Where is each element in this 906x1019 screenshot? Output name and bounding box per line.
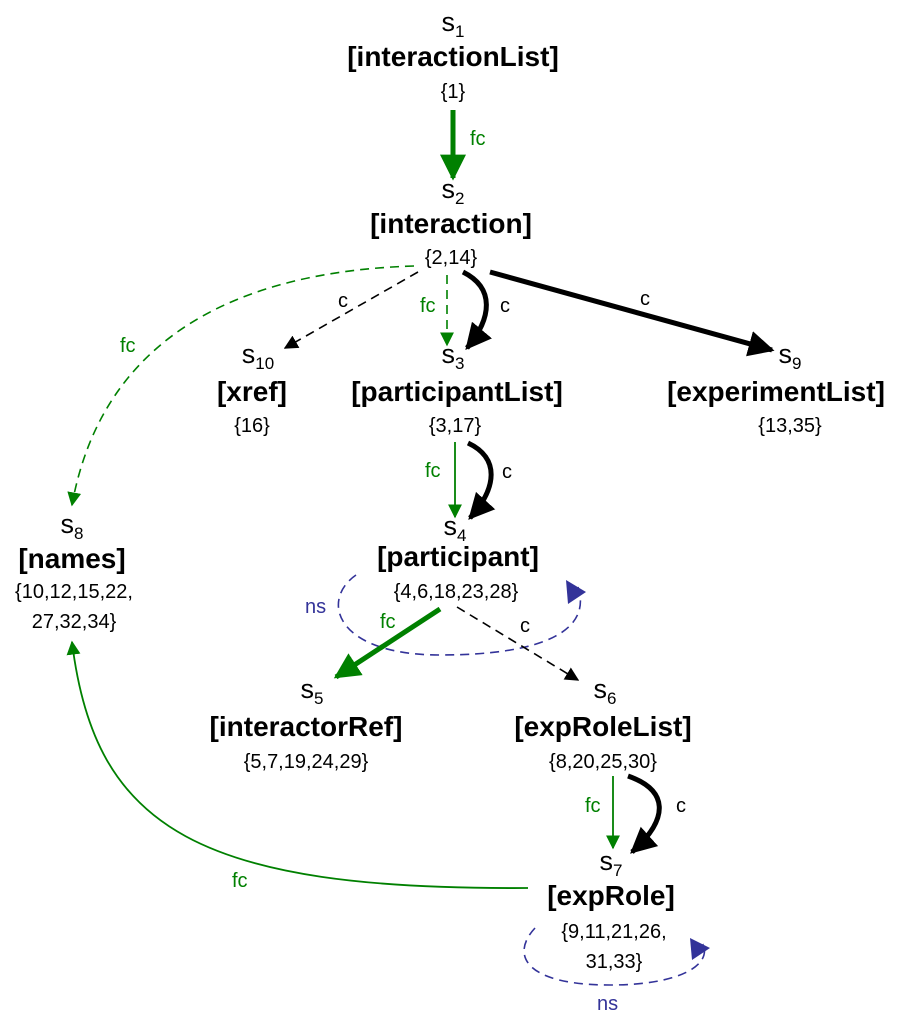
edge-label-s7-s8-fc: fc xyxy=(232,870,248,892)
state-name: s10 xyxy=(242,339,274,373)
state-name: s4 xyxy=(444,511,467,545)
node-set: {5,7,19,24,29} xyxy=(244,751,369,773)
edge-label-s6-s7-fc: fc xyxy=(585,795,601,817)
edge-label-s4-s5-fc: fc xyxy=(380,611,396,633)
node-set-line-2: 27,32,34} xyxy=(32,611,117,633)
state-name: s9 xyxy=(779,339,802,373)
node-s4: s4 [participant] {4,6,18,23,28} xyxy=(377,511,539,603)
node-label: [interaction] xyxy=(370,208,532,239)
state-name: s1 xyxy=(442,7,465,41)
edge-label-s6-s7-c: c xyxy=(676,795,686,817)
state-name: s7 xyxy=(600,846,623,880)
edge-s7-s8-fc xyxy=(66,640,529,889)
state-name: s5 xyxy=(301,674,324,708)
node-s9: s9 [experimentList] {13,35} xyxy=(667,339,885,437)
node-s8: s8 [names] {10,12,15,22, 27,32,34} xyxy=(15,509,133,633)
edge-label-s2-s10-c: c xyxy=(338,290,348,312)
node-s2: s2 [interaction] {2,14} xyxy=(370,174,532,269)
node-set-line-2: 31,33} xyxy=(586,951,643,973)
ns-arrowhead-s4 xyxy=(566,580,586,604)
node-label: [interactorRef] xyxy=(210,711,403,742)
node-label: [expRoleList] xyxy=(514,711,691,742)
state-name: s6 xyxy=(594,674,617,708)
edge-s3-s4-c xyxy=(466,440,496,520)
edge-s4-s5-fc xyxy=(333,606,442,680)
node-s5: s5 [interactorRef] {5,7,19,24,29} xyxy=(210,674,403,773)
edge-s7-s7-ns xyxy=(523,927,706,986)
edge-label-s2-s8-fc: fc xyxy=(120,335,136,357)
state-name: s2 xyxy=(442,174,465,208)
node-s1: s1 [interactionList] {1} xyxy=(347,7,559,103)
edge-s2-s9-c xyxy=(489,269,775,357)
node-s6: s6 [expRoleList] {8,20,25,30} xyxy=(514,674,691,773)
node-set-line-1: {10,12,15,22, xyxy=(15,581,133,603)
node-s10: s10 [xref] {16} xyxy=(217,339,287,437)
node-set: {16} xyxy=(234,415,270,437)
state-name: s3 xyxy=(442,339,465,373)
node-label: [names] xyxy=(18,543,125,574)
edge-label-s3-s4-c: c xyxy=(502,461,512,483)
edge-label-s2-s9-c: c xyxy=(640,288,650,310)
edge-label-s2-s3-c: c xyxy=(500,295,510,317)
node-set: {13,35} xyxy=(758,415,822,437)
node-set: {2,14} xyxy=(425,247,478,269)
edge-label-s7-s7-ns: ns xyxy=(597,993,618,1015)
edge-label-s4-s6-c: c xyxy=(520,615,530,637)
edge-s6-s7-c xyxy=(627,773,662,854)
edge-s2-s10-c xyxy=(283,271,419,349)
node-set: {3,17} xyxy=(429,415,482,437)
node-label: [participantList] xyxy=(351,376,563,407)
node-label: [participant] xyxy=(377,541,539,572)
node-label: [interactionList] xyxy=(347,41,559,72)
edge-s4-s4-ns xyxy=(337,574,582,656)
state-name: s8 xyxy=(61,509,84,543)
node-s7: s7 [expRole] {9,11,21,26, 31,33} xyxy=(547,846,675,973)
node-set-line-1: {9,11,21,26, xyxy=(561,921,666,943)
node-label: [experimentList] xyxy=(667,376,885,407)
node-label: [xref] xyxy=(217,376,287,407)
edge-label-s2-s3-fc: fc xyxy=(420,295,436,317)
node-set: {8,20,25,30} xyxy=(549,751,657,773)
node-set: {1} xyxy=(441,81,466,103)
node-set: {4,6,18,23,28} xyxy=(394,581,519,603)
node-s3: s3 [participantList] {3,17} xyxy=(351,339,563,437)
edge-s4-s6-c xyxy=(456,606,580,681)
edge-label-s4-s4-ns: ns xyxy=(305,596,326,618)
node-label: [expRole] xyxy=(547,880,675,911)
ns-arrowhead-s7 xyxy=(690,938,710,960)
edge-label-s1-s2-fc: fc xyxy=(470,128,486,150)
edge-s2-s3-c xyxy=(461,269,492,350)
edge-s2-s8-fc xyxy=(67,265,415,507)
edge-label-s3-s4-fc: fc xyxy=(425,460,441,482)
